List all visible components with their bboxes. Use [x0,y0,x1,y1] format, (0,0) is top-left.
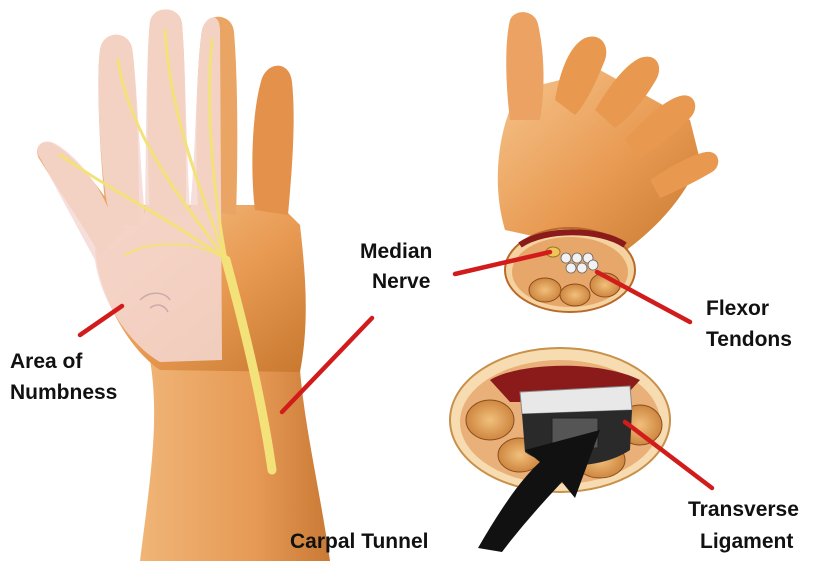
area-numbness-label-line1: Area of [10,350,83,373]
wrist-cross-section-small [505,228,635,312]
left-hand [37,9,330,561]
carpal-tunnel-cross-section [450,348,670,552]
left-pinky [252,66,293,215]
median-nerve-label-line2: Nerve [372,270,430,293]
carpal-tunnel-label: Carpal Tunnel [290,530,428,553]
numbness-region [37,9,222,362]
right-thumb [506,12,543,120]
median-nerve-label-line1: Median [360,240,432,263]
transverse-ligament-label-line1: Transverse [688,498,799,521]
transverse-ligament-label-line2: Ligament [700,530,793,553]
flexor-tendons-label-line1: Flexor [706,297,769,320]
right-hand [498,12,718,312]
area-numbness-label-line2: Numbness [10,381,117,404]
leader-numbness [80,306,122,335]
flexor-tendons-label-line2: Tendons [706,328,792,351]
